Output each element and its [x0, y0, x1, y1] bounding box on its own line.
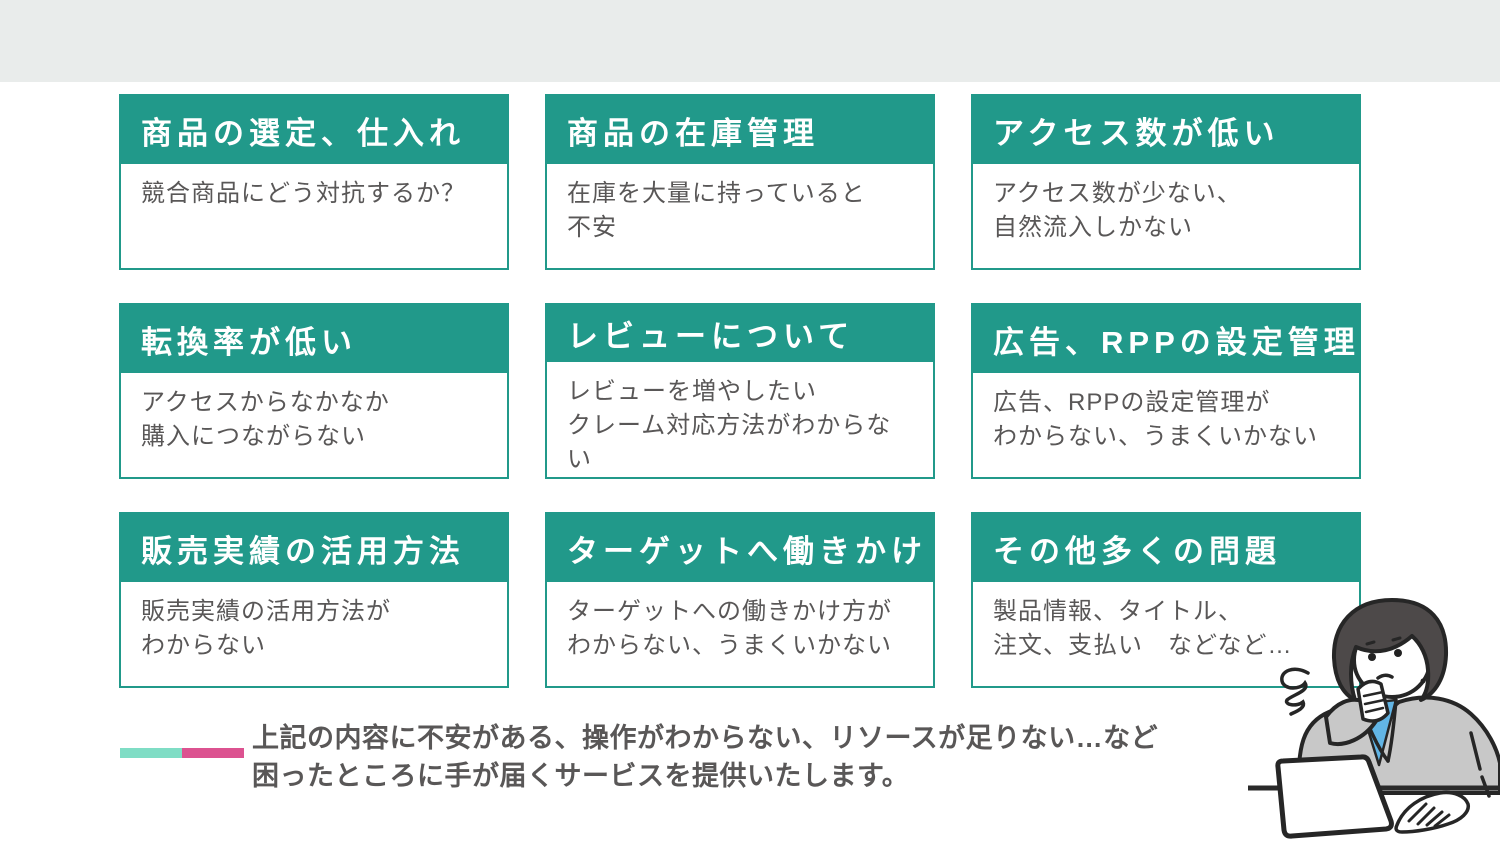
card-reviews: レビューについて レビューを増やしたい クレーム対応方法がわからない [545, 303, 935, 479]
card-product-selection: 商品の選定、仕入れ 競合商品にどう対抗するか？ [119, 94, 509, 270]
card-title: アクセス数が低い [973, 96, 1359, 164]
card-low-access: アクセス数が低い アクセス数が少ない、 自然流入しかない [971, 94, 1361, 270]
card-body-text: 競合商品にどう対抗するか？ [141, 180, 466, 207]
eyebrows [1365, 636, 1402, 646]
accent-pink-segment [182, 748, 244, 758]
card-title: レビューについて [547, 305, 933, 362]
scribble-icon [1280, 667, 1310, 716]
footer-message: 上記の内容に不安がある、操作がわからない、リソースが足りない…など 困ったところ… [252, 723, 1159, 791]
card-title: ターゲットへ働きかけ [547, 514, 933, 582]
card-body-text: レビューを増やしたい クレーム対応方法がわからない [567, 378, 892, 473]
card-other-problems: その他多くの問題 製品情報、タイトル、 注文、支払い などなど… [971, 512, 1361, 688]
card-title: 商品の選定、仕入れ [121, 96, 507, 164]
card-body-text: ターゲットへの働きかけ方が わからない、うまくいかない [567, 598, 892, 659]
card-body-text: アクセス数が少ない、 自然流入しかない [993, 180, 1242, 241]
card-title: 販売実績の活用方法 [121, 514, 507, 582]
card-inventory-management: 商品の在庫管理 在庫を大量に持っていると 不安 [545, 94, 935, 270]
card-body-text: 広告、RPPの設定管理が わからない、うまくいかない [993, 389, 1318, 450]
card-body-text: 在庫を大量に持っていると 不安 [567, 180, 866, 241]
left-eye [1368, 653, 1376, 661]
card-sales-results: 販売実績の活用方法 販売実績の活用方法が わからない [119, 512, 509, 688]
thinking-person-illustration [1248, 598, 1500, 839]
accent-line [120, 748, 244, 758]
problem-card-grid: 商品の選定、仕入れ 競合商品にどう対抗するか？ 商品の在庫管理 在庫を大量に持っ… [119, 94, 1361, 688]
card-body-text: 製品情報、タイトル、 注文、支払い などなど… [993, 598, 1293, 659]
person-head [1331, 598, 1449, 702]
hair [1331, 598, 1449, 702]
laptop-icon [1275, 754, 1394, 839]
card-title: 広告、RPPの設定管理 [973, 305, 1359, 373]
frown-mouth [1376, 673, 1394, 680]
right-eye [1394, 649, 1402, 657]
earring [1420, 678, 1426, 684]
card-title: その他多くの問題 [973, 514, 1359, 582]
card-body-text: 販売実績の活用方法が わからない [141, 598, 391, 659]
accent-mint-segment [120, 748, 182, 758]
card-low-conversion: 転換率が低い アクセスからなかなか 購入につながらない [119, 303, 509, 479]
typing-hands [1394, 790, 1470, 834]
card-title: 転換率が低い [121, 305, 507, 373]
card-ads-rpp: 広告、RPPの設定管理 広告、RPPの設定管理が わからない、うまくいかない [971, 303, 1361, 479]
card-target-outreach: ターゲットへ働きかけ ターゲットへの働きかけ方が わからない、うまくいかない [545, 512, 935, 688]
card-body-text: アクセスからなかなか 購入につながらない [141, 389, 390, 450]
thinking-hand [1324, 679, 1390, 746]
top-banner-strip [0, 0, 1500, 82]
card-title: 商品の在庫管理 [547, 96, 933, 164]
